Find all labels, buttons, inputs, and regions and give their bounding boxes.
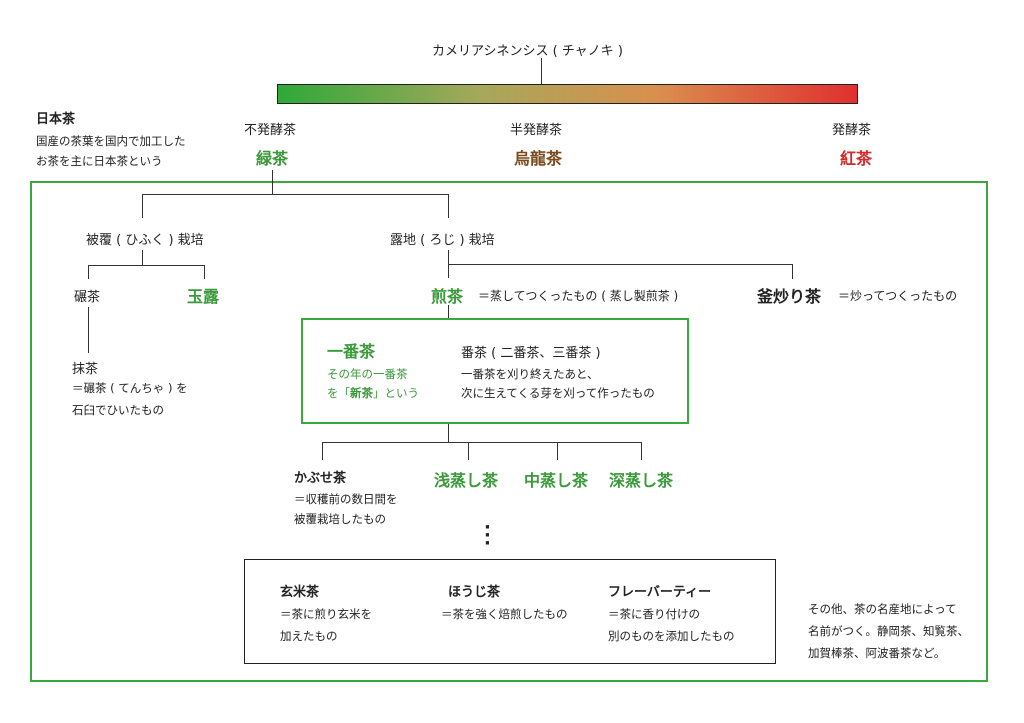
gyokuro-label: 玉露 — [187, 287, 220, 306]
regional-note-line2: 名前がつく。静岡茶、知覧茶、 — [808, 624, 969, 638]
black-tea-label: 紅茶 — [840, 149, 873, 168]
tree-connector — [204, 265, 205, 279]
genmaicha-desc-line2: 加えたもの — [280, 629, 338, 643]
fukamushi-tea-label: 深蒸し茶 — [609, 471, 674, 490]
japanese-tea-frame — [30, 181, 988, 682]
species-connector — [541, 58, 542, 84]
tree-connector — [142, 250, 143, 265]
tree-connector — [142, 194, 449, 195]
fermented-label: 発酵茶 — [832, 123, 872, 138]
shincha-emphasis: 新茶 — [350, 386, 373, 400]
tree-connector — [792, 264, 793, 279]
kabuse-tea-label: かぶせ茶 — [294, 471, 347, 486]
matcha-desc-line1: ＝碾茶 ( てんちゃ ) を — [72, 381, 188, 395]
japan-tea-desc-line2: お茶を主に日本茶という — [36, 154, 163, 168]
hojicha-title: ほうじ茶 — [448, 585, 501, 600]
oolong-tea-label: 烏龍茶 — [514, 149, 563, 168]
kabuse-desc-line2: 被覆栽培したもの — [294, 512, 386, 526]
regional-note-line3: 加賀棒茶、阿波番茶など。 — [808, 646, 946, 660]
tree-connector — [448, 305, 449, 318]
tree-connector — [88, 307, 89, 353]
tree-connector — [88, 265, 89, 279]
unfermented-label: 不発酵茶 — [244, 123, 297, 138]
kabuse-desc-line1: ＝収穫前の数日間を — [294, 492, 398, 506]
fermentation-gradient-bar — [277, 84, 858, 104]
asamushi-tea-label: 浅蒸し茶 — [434, 471, 499, 490]
tree-connector — [448, 424, 449, 442]
first-flush-desc-line2: を「新茶」という — [327, 386, 419, 400]
matcha-desc-line2: 石臼でひいたもの — [72, 403, 164, 417]
kamairi-tea-label: 釜炒り茶 — [757, 287, 822, 306]
chumushi-tea-label: 中蒸し茶 — [524, 471, 589, 490]
tree-connector — [88, 265, 205, 266]
kamairi-tea-desc: ＝炒ってつくったもの — [838, 289, 958, 303]
tree-connector — [468, 442, 469, 460]
tree-connector — [322, 442, 642, 443]
bancha-desc-line2: 次に生えてくる芽を刈って作ったもの — [461, 386, 655, 400]
tree-connector — [448, 194, 449, 218]
sencha-desc: ＝蒸してつくったもの ( 蒸し製煎茶 ) — [478, 289, 679, 303]
flavor-tea-desc-line1: ＝茶に香り付けの — [608, 607, 700, 621]
other-teas-box — [244, 559, 776, 664]
species-label: カメリアシネンシス ( チャノキ ) — [432, 44, 623, 59]
first-flush-title: 一番茶 — [327, 342, 376, 361]
flavor-tea-title: フレーバーティー — [608, 585, 712, 600]
hojicha-desc-line1: ＝茶を強く焙煎したもの — [441, 607, 568, 621]
tree-connector — [272, 170, 273, 194]
semi-fermented-label: 半発酵茶 — [510, 123, 563, 138]
first-flush-desc-line1: その年の一番茶 — [327, 367, 408, 381]
japan-tea-desc-line1: 国産の茶葉を国内で加工した — [36, 134, 186, 148]
continuation-dots: ··· — [484, 517, 491, 554]
flavor-tea-desc-line2: 別のものを添加したもの — [608, 629, 735, 643]
tree-connector — [322, 442, 323, 460]
genmaicha-title: 玄米茶 — [280, 585, 320, 600]
tree-connector — [448, 264, 793, 265]
tree-connector — [557, 442, 558, 460]
tree-connector — [641, 442, 642, 460]
green-tea-label: 緑茶 — [256, 149, 289, 168]
regional-note-line1: その他、茶の名産地によって — [808, 602, 957, 616]
sencha-label: 煎茶 — [431, 287, 464, 306]
first-flush-box — [301, 318, 689, 424]
bancha-title: 番茶 ( 二番茶、三番茶 ) — [461, 346, 601, 361]
genmaicha-desc-line1: ＝茶に煎り玄米を — [280, 607, 372, 621]
open-field-label: 露地 ( ろじ ) 栽培 — [390, 233, 495, 248]
tencha-label: 碾茶 — [74, 290, 101, 305]
bancha-desc-line1: 一番茶を刈り終えたあと、 — [461, 367, 599, 381]
japan-tea-title: 日本茶 — [36, 112, 76, 127]
shade-grown-label: 被覆 ( ひふく ) 栽培 — [86, 233, 204, 248]
matcha-title: 抹茶 — [72, 362, 99, 377]
tree-connector — [142, 194, 143, 218]
